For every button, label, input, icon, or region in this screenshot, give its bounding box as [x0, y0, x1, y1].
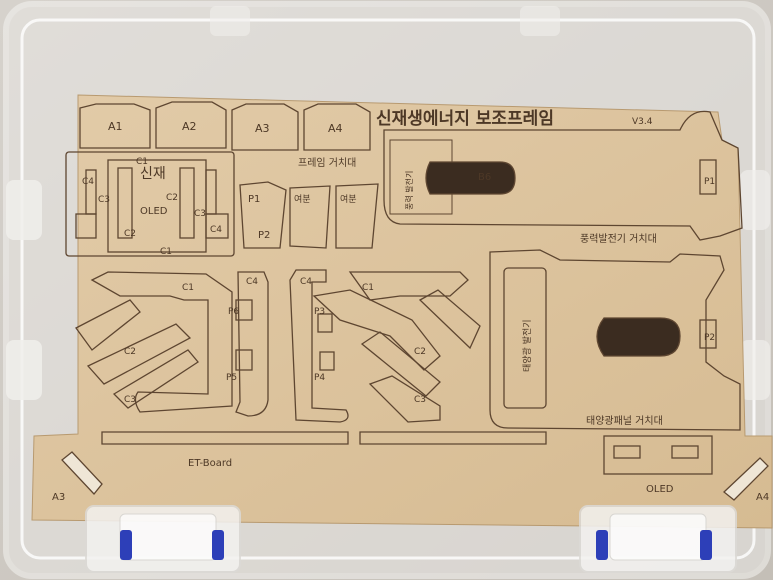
- oled-module-c4-left: C4: [82, 177, 94, 187]
- tab-a3-label: A3: [255, 122, 270, 135]
- right-c4-label: C4: [300, 277, 312, 287]
- oled-module-outline: [65, 151, 235, 257]
- right-c2-label: C2: [414, 347, 426, 357]
- solar-stand-label: 태양광패널 거치대: [586, 415, 663, 427]
- solar-gen-label: 태양광 발전기: [521, 319, 533, 372]
- oled-bottom-label: OLED: [646, 484, 674, 495]
- tab-a2-label: A2: [182, 120, 197, 133]
- wind-gen-label: 풍력 발전기: [404, 171, 414, 210]
- solar-slot: [596, 317, 681, 357]
- oled-module-c3-left: C3: [98, 195, 110, 205]
- tab-a4-label: A4: [328, 122, 343, 135]
- wind-p1-label: P1: [704, 177, 715, 187]
- solar-p2-label: P2: [704, 333, 715, 343]
- corner-right-label: A4: [756, 492, 769, 503]
- frame-stand-label: 프레임 거치대: [298, 156, 356, 169]
- tab-a1-label: A1: [108, 120, 123, 133]
- left-p6-label: P6: [228, 307, 239, 317]
- wind-slot: [425, 161, 516, 195]
- right-p4-label: P4: [314, 373, 325, 383]
- oled-slot-bottom: [603, 435, 713, 475]
- cut-lines: [61, 101, 769, 501]
- tab-a1-outline: [79, 103, 151, 149]
- tab-a3-outline: [231, 103, 299, 151]
- oled-module-c4-right: C4: [210, 225, 222, 235]
- board-title: 신재생에너지 보조프레임: [376, 108, 554, 129]
- tab-a4-outline: [303, 103, 371, 151]
- left-c1-label: C1: [182, 283, 194, 293]
- corner-left-label: A3: [52, 492, 65, 503]
- case-clips: [85, 505, 737, 573]
- right-c3-label: C3: [414, 395, 426, 405]
- et-board-label: ET-Board: [188, 458, 232, 469]
- tab-a2-outline: [155, 101, 227, 149]
- board-version: V3.4: [632, 117, 653, 127]
- wood-board: [31, 94, 773, 529]
- left-c3-label: C3: [124, 395, 136, 405]
- oled-module-c2-right: C2: [166, 193, 178, 203]
- spare-label-1: 여분: [294, 193, 311, 205]
- left-p5-label: P5: [226, 373, 237, 383]
- oled-module-c1-top: C1: [136, 157, 148, 167]
- p1-label: P1: [248, 194, 260, 205]
- wind-stand-label: 풍력발전기 거치대: [580, 233, 657, 245]
- wind-stand-outline: [383, 110, 743, 241]
- right-p3-label: P3: [314, 307, 325, 317]
- right-c1-label: C1: [362, 283, 374, 293]
- spare-label-2: 여분: [340, 193, 357, 205]
- oled-module-c1-bottom: C1: [160, 247, 172, 257]
- solar-stand-outline: [489, 249, 741, 431]
- oled-module-title: 신재: [140, 166, 166, 182]
- b6-label: B6: [478, 172, 491, 183]
- left-c2-label: C2: [124, 347, 136, 357]
- oled-module-c2-left: C2: [124, 229, 136, 239]
- p2-label: P2: [258, 230, 270, 241]
- oled-module-oled: OLED: [140, 206, 168, 217]
- left-c4-label: C4: [246, 277, 258, 287]
- oled-module-c3-right: C3: [194, 209, 206, 219]
- engraved-labels: 신재생에너지 보조프레임 V3.4 A1 A2 A3 A4 프레임 거치대 신재…: [52, 108, 769, 503]
